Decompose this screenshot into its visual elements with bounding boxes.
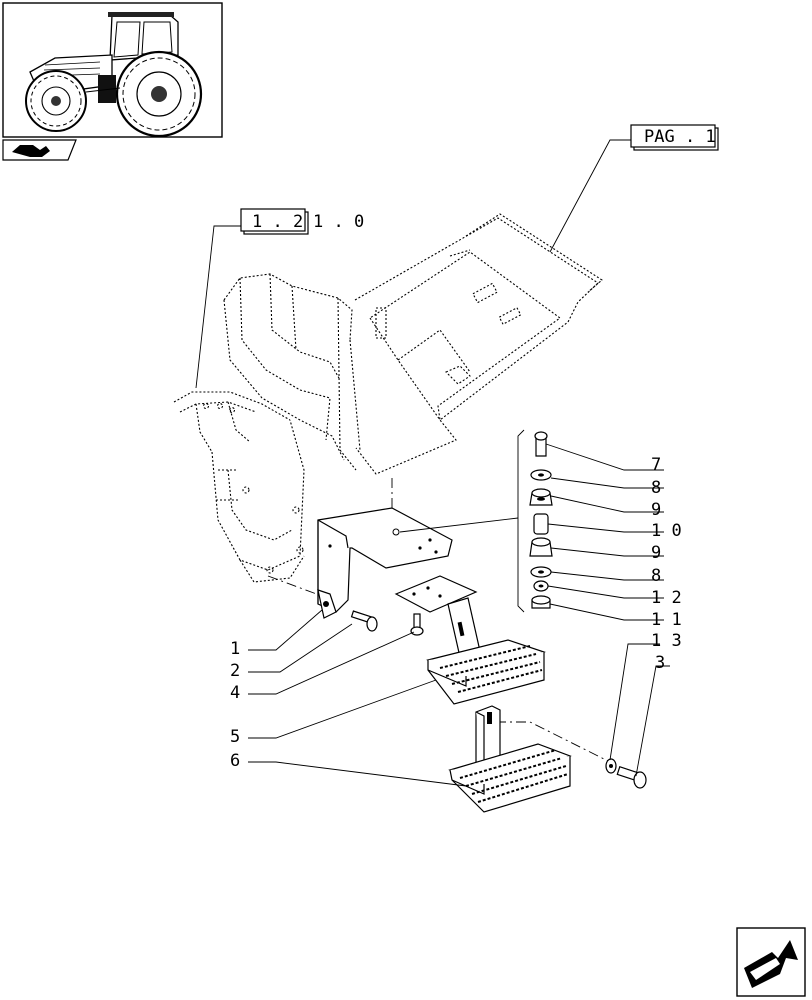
ref-pag-text: PAG . 1: [644, 127, 716, 147]
section-arrow-icon[interactable]: [2, 139, 77, 161]
ref-section-box[interactable]: 1 . 2 1 . 0: [240, 208, 364, 235]
lower-step-part: [448, 705, 572, 813]
leader-pag: [549, 139, 631, 253]
callout-leaders-left: [248, 609, 467, 787]
cab-platform-frame: [173, 213, 603, 583]
bolt-part-2: [350, 610, 378, 632]
ref-pag-box[interactable]: PAG . 1: [630, 124, 719, 151]
callout-3: 3: [655, 653, 665, 673]
callout-2: 2: [230, 661, 240, 681]
callout-leaders-right: [545, 443, 670, 777]
callout-9a: 9: [651, 500, 661, 520]
callout-6: 6: [230, 751, 240, 771]
callout-9b: 9: [651, 543, 661, 563]
callout-7: 7: [651, 455, 661, 475]
callout-13: 1 3: [651, 631, 682, 651]
callout-5: 5: [230, 727, 240, 747]
tractor-thumbnail-icon[interactable]: [2, 2, 223, 138]
callout-1: 1: [230, 639, 240, 659]
centerline-step-bolt: [496, 721, 611, 763]
bolt-part-3: [605, 758, 647, 789]
step-bracket-part: [317, 507, 453, 619]
stack-bracket-line: [517, 429, 525, 613]
stack-to-hole-line: [399, 517, 519, 533]
ref-section-text-boxed: 1 . 2: [252, 212, 303, 232]
callout-12: 1 2: [651, 588, 682, 608]
callout-10: 1 0: [651, 521, 682, 541]
ref-section-text-tail: 1 . 0: [313, 212, 364, 232]
callout-11: 1 1: [651, 610, 682, 630]
mount-stack-part: [529, 431, 553, 609]
leader-ref-section: [195, 225, 241, 389]
next-page-arrow-icon[interactable]: [736, 927, 806, 997]
centerline-bolt-1: [267, 575, 323, 597]
callout-8a: 8: [651, 478, 661, 498]
callout-4: 4: [230, 683, 240, 703]
upper-step-part: [394, 575, 546, 705]
callout-8b: 8: [651, 566, 661, 586]
bolt-part-4: [410, 613, 424, 636]
